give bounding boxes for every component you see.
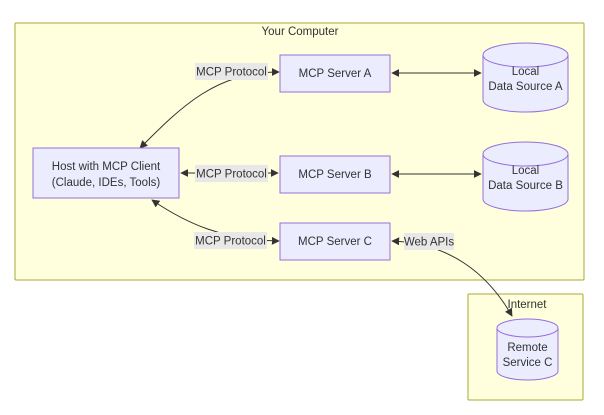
source-a-label-line1: Local: [512, 66, 540, 78]
edge-label-bg: [404, 233, 454, 250]
mcp-server-c-box: [279, 222, 391, 261]
edge-label-text: MCP Protocol: [196, 169, 267, 181]
edge-label-mcp-protocol-a: MCP Protocol: [195, 63, 268, 80]
edge-label-text: Web APIs: [404, 237, 455, 249]
mcp-server-b-node: MCP Server B: [279, 155, 391, 194]
edge-label-mcp-protocol-b: MCP Protocol: [195, 165, 268, 182]
internet-cluster-title: Internet: [508, 299, 548, 311]
source-a-label-line2: Data Source A: [488, 81, 562, 93]
cylinder-top: [496, 318, 559, 338]
edge-label-text: MCP Protocol: [195, 236, 266, 248]
source-b-label-line1: Local: [512, 165, 540, 177]
remote-service-c-cylinder: Remote Service C: [496, 318, 559, 381]
your-computer-cluster-title: Your Computer: [262, 26, 339, 38]
remote-c-label-line2: Service C: [503, 357, 553, 369]
mcp-server-a-box: [279, 54, 391, 93]
edge-label-bg: [195, 63, 268, 80]
edge-label-mcp-protocol-c: MCP Protocol: [194, 232, 267, 249]
cylinder-body: [482, 154, 569, 212]
host-node-box: [32, 147, 180, 199]
host-node-label-line1: Host with MCP Client: [52, 161, 161, 173]
edge-label-bg: [195, 165, 268, 182]
mcp-server-b-label: MCP Server B: [298, 169, 372, 181]
local-data-source-b-cylinder: Local Data Source B: [482, 141, 569, 212]
source-b-label-line2: Data Source B: [488, 180, 563, 192]
host-node-label-line2: (Claude, IDEs, Tools): [52, 177, 161, 189]
cylinder-body: [496, 328, 559, 381]
host-node: Host with MCP Client (Claude, IDEs, Tool…: [32, 147, 180, 199]
remote-c-label-line1: Remote: [507, 342, 547, 354]
edge-label-web-apis: Web APIs: [404, 233, 455, 250]
cylinder-body: [482, 55, 569, 113]
local-data-source-a-cylinder: Local Data Source A: [482, 42, 569, 113]
mcp-server-a-node: MCP Server A: [279, 54, 391, 93]
edge-label-bg: [194, 232, 267, 249]
cylinder-top: [482, 141, 569, 167]
cylinder-top: [482, 42, 569, 68]
mcp-server-a-label: MCP Server A: [299, 68, 372, 80]
mcp-server-c-node: MCP Server C: [279, 222, 391, 261]
mcp-server-b-box: [279, 155, 391, 194]
mcp-server-c-label: MCP Server C: [298, 236, 372, 248]
edge-label-text: MCP Protocol: [196, 67, 267, 79]
